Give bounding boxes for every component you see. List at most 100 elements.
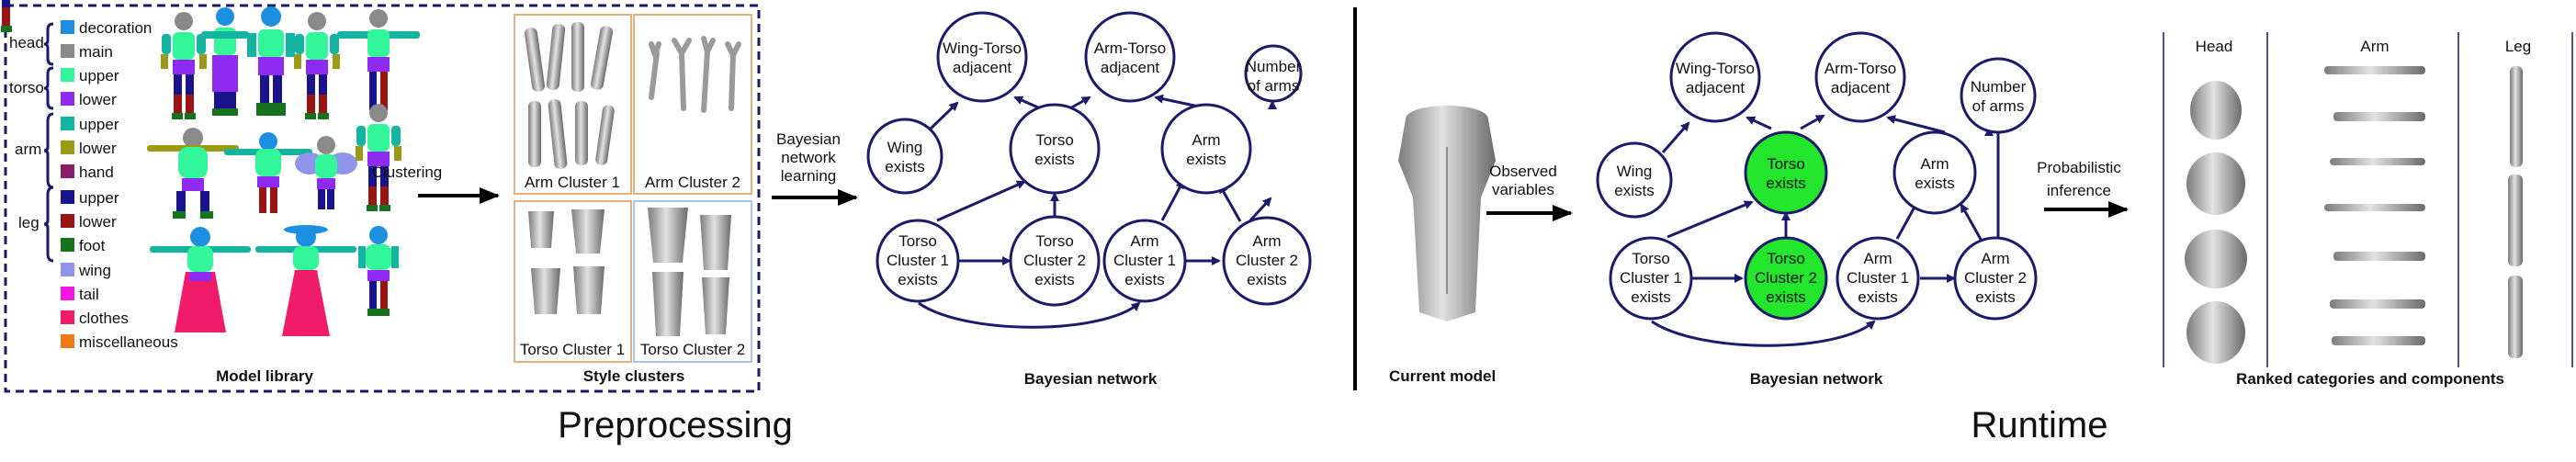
legend-item-tail: tail: [79, 286, 99, 303]
column-head-header: Head: [2196, 38, 2233, 55]
node-label: Torso: [898, 232, 937, 250]
node-label: Arm: [1130, 232, 1158, 250]
node-label: exists: [1858, 288, 1897, 306]
legend-item-arm-lower: lower: [79, 140, 117, 157]
node-label: Wing: [1617, 163, 1653, 180]
node-label: of arms: [1248, 77, 1300, 95]
legend-item-leg-upper: upper: [79, 189, 119, 207]
bn-left-caption: Bayesian network: [1024, 370, 1158, 388]
section-title-preprocessing: Preprocessing: [558, 405, 793, 445]
bn-left-node-torso-cluster-1-exists: Torso Cluster 1 exists: [876, 219, 960, 303]
character-figure: [1, 0, 12, 32]
legend-item-miscellaneous: miscellaneous: [79, 333, 178, 351]
section-title-runtime: Runtime: [1972, 405, 2108, 445]
node-label: Cluster 2: [1236, 252, 1298, 269]
node-label: Cluster 1: [1113, 252, 1176, 269]
node-label: Wing-Torso: [943, 39, 1022, 57]
ranked-caption: Ranked categories and components: [2236, 370, 2504, 388]
bn-left-node-arm-exists: Arm exists: [1160, 103, 1252, 195]
legend-item-torso-lower: lower: [79, 91, 117, 108]
node-label: exists: [1034, 151, 1074, 168]
node-label: Number: [1971, 78, 2027, 96]
current-model-image: [1398, 106, 1496, 321]
legend-item-head-main: main: [79, 43, 113, 61]
bn-left-node-wing-torso-adjacent: Wing-Torso adjacent: [936, 11, 1028, 103]
bn-right-node-wing-exists: Wing exists: [1596, 141, 1673, 219]
bn-left-node-wing-exists: Wing exists: [866, 118, 943, 195]
legend-item-head-decoration: decoration: [79, 19, 152, 37]
ranked-components: Head Arm Leg Ranked categories and compo…: [2163, 32, 2573, 388]
node-label: adjacent: [1101, 59, 1160, 76]
node-label: Cluster 1: [1847, 269, 1909, 287]
arm-cluster-2-label: Arm Cluster 2: [645, 174, 740, 191]
node-label: Torso: [1035, 232, 1074, 250]
bn-left-node-arm-cluster-2-exists: Arm Cluster 2 exists: [1222, 216, 1312, 306]
node-label: Cluster 2: [1023, 252, 1086, 269]
node-label: exists: [1124, 271, 1164, 288]
legend-item-torso-upper: upper: [79, 67, 119, 85]
bn-right-node-arm-cluster-2-exists: Arm Cluster 2 exists: [1953, 236, 2038, 321]
column-leg-header: Leg: [2505, 38, 2531, 55]
inference-label-line-1: Probabilistic: [2037, 159, 2121, 176]
node-label: exists: [1247, 271, 1286, 288]
node-label: exists: [1766, 175, 1805, 192]
node-label: Cluster 2: [1964, 269, 2027, 287]
current-model-caption: Current model: [1389, 367, 1496, 385]
legend-item-clothes: clothes: [79, 310, 129, 327]
node-label: adjacent: [1831, 79, 1891, 96]
node-label: Cluster 2: [1755, 269, 1817, 287]
torso-cluster-2-label: Torso Cluster 2: [640, 341, 745, 358]
node-label: exists: [898, 271, 937, 288]
node-label: Arm: [1981, 250, 2009, 267]
legend-item-arm-upper: upper: [79, 116, 119, 133]
preprocessing-dashed-frame: [4, 4, 761, 393]
bn-right-node-number-of-arms: Number of arms: [1960, 57, 2037, 134]
node-label: Torso: [1035, 131, 1074, 149]
node-label: exists: [1766, 288, 1805, 306]
node-label: Cluster 1: [1620, 269, 1682, 287]
bn-right-node-wing-torso-adjacent: Wing-Torso adjacent: [1669, 31, 1761, 123]
node-label: Torso: [1632, 250, 1670, 267]
legend-group-head: head: [9, 34, 44, 51]
bn-right-node-torso-cluster-1-exists: Torso Cluster 1 exists: [1609, 236, 1693, 321]
bn-right-node-arm-exists: Arm exists: [1892, 130, 1977, 215]
bayesian-network-left: Wing-Torso adjacent Arm-Torso adjacent N…: [866, 11, 1312, 329]
node-label: exists: [1975, 288, 2015, 306]
node-label: Torso: [1767, 250, 1805, 267]
node-label: of arms: [1972, 97, 2025, 115]
bayesian-network-right: Wing-Torso adjacent Arm-Torso adjacent N…: [1596, 31, 2038, 347]
style-clusters: Arm Cluster 1 Arm Cluster 2 Torso Cluste…: [514, 14, 752, 363]
arm-cluster-1-label: Arm Cluster 1: [525, 174, 620, 191]
bn-left-node-torso-exists: Torso exists: [1009, 103, 1101, 195]
node-label: exists: [1034, 271, 1074, 288]
torso-cluster-1-label: Torso Cluster 1: [520, 341, 625, 358]
node-label: Arm: [1920, 155, 1949, 173]
learning-label-line-3: learning: [781, 167, 837, 185]
column-arm-header: Arm: [2360, 38, 2389, 55]
legend-item-leg-lower: lower: [79, 213, 117, 231]
node-label: exists: [1631, 288, 1670, 306]
node-label: exists: [1614, 182, 1654, 199]
learning-label-line-1: Bayesian: [776, 130, 841, 148]
legend-item-leg-foot: foot: [79, 237, 106, 254]
node-label: adjacent: [1686, 79, 1746, 96]
bn-right-node-arm-torso-adjacent: Arm-Torso adjacent: [1814, 31, 1906, 123]
node-label: Cluster 1: [887, 252, 949, 269]
node-label: Wing: [887, 139, 923, 156]
node-label: exists: [1186, 151, 1226, 168]
observed-label-line-2: variables: [1492, 181, 1554, 198]
bn-left-node-torso-cluster-2-exists: Torso Cluster 2 exists: [1009, 215, 1101, 307]
node-label: Arm: [1252, 232, 1281, 250]
legend-group-torso: torso: [9, 79, 44, 96]
style-clusters-caption: Style clusters: [583, 367, 685, 385]
bn-right-node-torso-exists: Torso exists: [1744, 130, 1828, 215]
node-label: Arm-Torso: [1094, 39, 1166, 57]
segmented-models: [1, 0, 420, 336]
model-library-caption: Model library: [216, 367, 313, 385]
bn-right-caption: Bayesian network: [1750, 370, 1883, 388]
node-label: exists: [1915, 175, 1954, 192]
part-legend: head torso arm leg decoration main upper…: [9, 19, 178, 351]
legend-item-arm-hand: hand: [79, 163, 114, 181]
node-label: Torso: [1767, 155, 1805, 173]
